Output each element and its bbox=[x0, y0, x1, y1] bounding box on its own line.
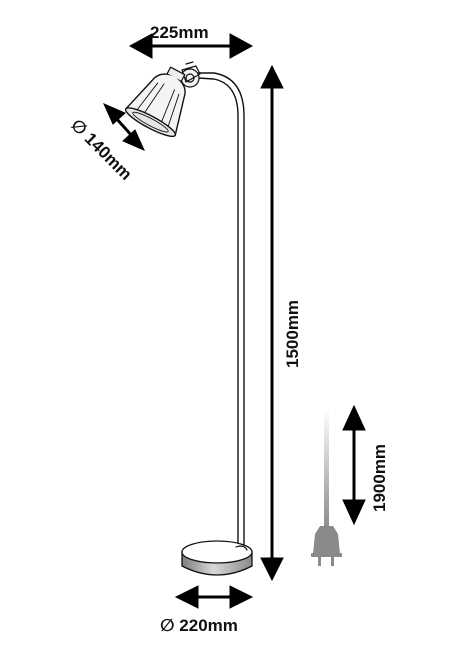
lamp-shade bbox=[124, 66, 186, 137]
lamp-height-arrow bbox=[260, 64, 284, 582]
lamp-stem-inner bbox=[197, 72, 245, 549]
arm-width-label: 225mm bbox=[150, 23, 209, 42]
lamp-joint bbox=[175, 61, 201, 88]
base-diameter-label: ∅ 220mm bbox=[160, 616, 238, 635]
base-diameter-arrow bbox=[174, 585, 254, 609]
cable-length-label: 1900mm bbox=[370, 444, 389, 512]
power-cable bbox=[311, 408, 342, 566]
shade-diameter-arrow bbox=[103, 103, 145, 151]
floor-lamp-illustration bbox=[124, 61, 253, 576]
cable-line bbox=[324, 408, 329, 528]
shade-diameter-label: ∅ 140mm bbox=[67, 115, 136, 184]
lamp-height-label: 1500mm bbox=[283, 300, 302, 368]
lamp-stem bbox=[197, 77, 239, 549]
lamp-base bbox=[181, 540, 253, 576]
power-plug-icon bbox=[311, 526, 342, 566]
arm-width-arrow bbox=[128, 33, 254, 59]
cable-length-arrow bbox=[342, 404, 366, 526]
dimension-arrows bbox=[103, 33, 366, 609]
